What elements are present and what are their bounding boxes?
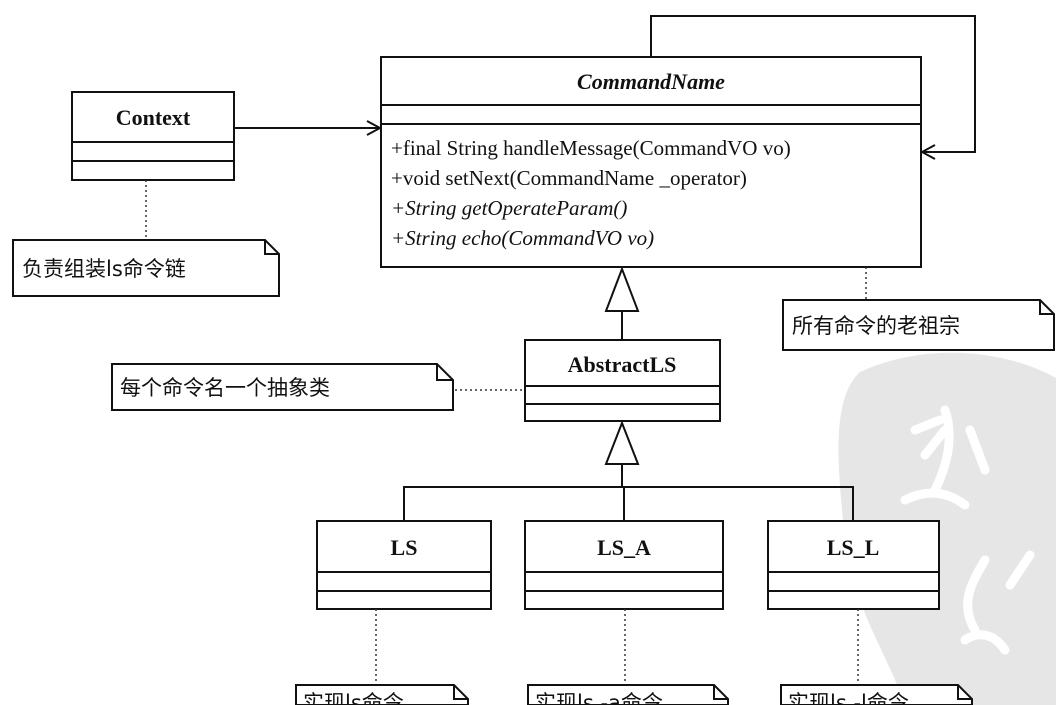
class-ls[interactable]: LS <box>316 520 492 610</box>
note-context-text: 负责组装ls命令链 <box>22 257 186 281</box>
class-context-name: Context <box>116 105 191 130</box>
class-abstract-ls-name: AbstractLS <box>568 352 677 377</box>
note-ls-l-text: 实现ls -l命令 <box>788 691 909 705</box>
note-context: 负责组装ls命令链 <box>12 180 280 297</box>
class-ls-a[interactable]: LS_A <box>524 520 724 610</box>
generalization-ls-family <box>403 420 854 521</box>
class-ls-box <box>316 520 492 610</box>
watermark-seal <box>838 352 1056 705</box>
class-context-box <box>71 91 235 181</box>
operation-get-operate-param: +String getOperateParam() <box>391 196 627 220</box>
operation-echo: +String echo(CommandVO vo) <box>391 226 654 250</box>
class-ls-a-name: LS_A <box>597 535 651 560</box>
generalization-abstract-ls <box>604 266 640 340</box>
class-ls-name: LS <box>391 535 418 560</box>
class-ls-l[interactable]: LS_L <box>767 520 940 610</box>
class-ls-l-name: LS_L <box>827 535 880 560</box>
class-ls-l-box <box>767 520 940 610</box>
note-ls-a-text: 实现ls -a命令 <box>535 691 663 705</box>
note-ls-a: 实现ls -a命令 <box>527 609 729 705</box>
operation-set-next: +void setNext(CommandName _operator) <box>391 166 747 190</box>
class-command-name-box <box>380 56 922 268</box>
note-ls: 实现ls命令 <box>295 609 469 705</box>
class-command-name[interactable]: CommandName +final String handleMessage(… <box>380 56 922 268</box>
note-ls-l: 实现ls -l命令 <box>780 609 973 705</box>
operation-handle-message: +final String handleMessage(CommandVO vo… <box>391 136 791 160</box>
note-command-name: 所有命令的老祖宗 <box>782 267 1055 351</box>
note-abstract-ls: 每个命令名一个抽象类 <box>111 363 525 411</box>
class-command-name-name: CommandName <box>577 69 725 94</box>
class-context[interactable]: Context <box>71 91 235 181</box>
note-command-name-text: 所有命令的老祖宗 <box>792 314 960 338</box>
self-association-next <box>650 15 976 152</box>
class-abstract-ls[interactable]: AbstractLS <box>524 339 721 422</box>
note-abstract-ls-text: 每个命令名一个抽象类 <box>120 376 330 400</box>
note-ls-text: 实现ls命令 <box>303 691 404 705</box>
